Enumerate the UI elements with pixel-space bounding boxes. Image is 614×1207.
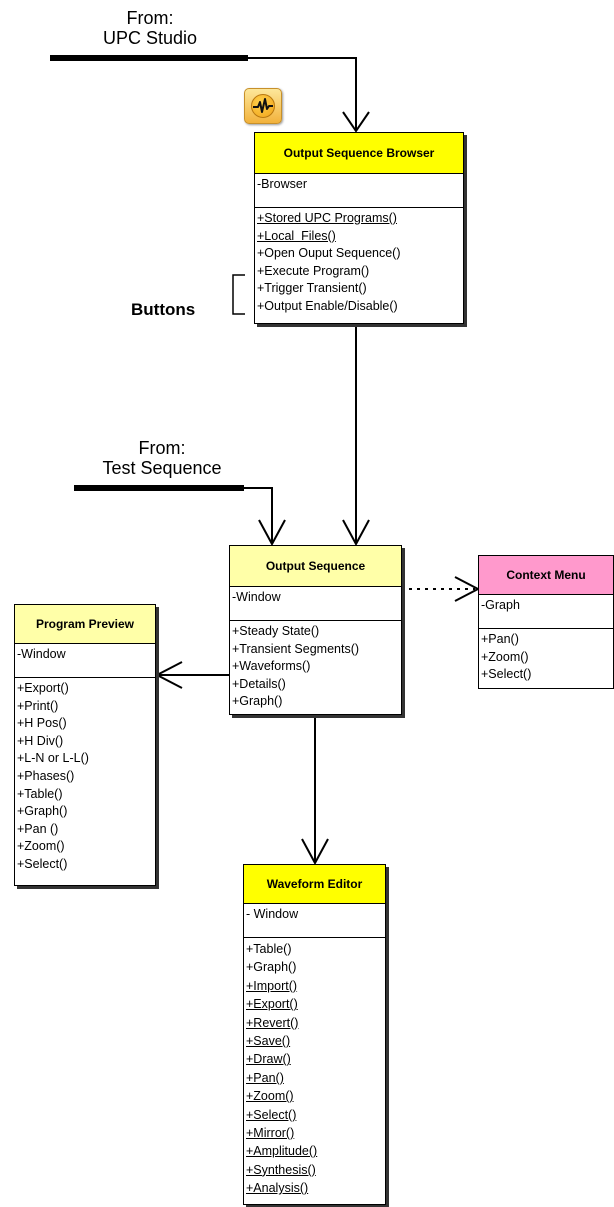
from-upc-line1: From:: [126, 8, 174, 28]
op-trigger-transient[interactable]: +Trigger Transient(): [257, 281, 367, 296]
op-analysis[interactable]: +Analysis(): [246, 1181, 309, 1196]
output-sequence-browser-box: Output Sequence Browser -Browser +Stored…: [254, 132, 464, 324]
op-select[interactable]: +Select(): [17, 856, 68, 871]
op-revert[interactable]: +Revert(): [246, 1015, 299, 1030]
op-local-files[interactable]: +Local Files(): [257, 228, 336, 243]
test-sequence-connector: [244, 487, 273, 543]
op-ln-or-ll[interactable]: +L-N or L-L(): [17, 751, 89, 766]
op-stored-upc-programs[interactable]: +Stored UPC Programs(): [257, 211, 397, 225]
op-table[interactable]: +Table(): [17, 786, 63, 801]
op-zoom[interactable]: +Zoom(): [481, 649, 529, 664]
op-phases[interactable]: +Phases(): [17, 768, 75, 783]
op-steady-state[interactable]: +Steady State(): [232, 624, 320, 638]
op-details[interactable]: +Details(): [232, 676, 286, 691]
class-attributes: -Browser: [255, 174, 463, 208]
op-pan[interactable]: +Pan(): [246, 1070, 284, 1085]
op-zoom[interactable]: +Zoom(): [17, 839, 65, 854]
op-amplitude[interactable]: +Amplitude(): [246, 1144, 318, 1159]
op-synthesis[interactable]: +Synthesis(): [246, 1162, 316, 1177]
class-title: Context Menu: [506, 568, 586, 582]
attribute-item: -Browser: [257, 177, 308, 191]
class-attributes: -Window: [230, 587, 401, 621]
class-title: Program Preview: [35, 617, 135, 631]
waveform-pulse-icon[interactable]: [244, 88, 282, 124]
from-upc-line2: UPC Studio: [102, 28, 198, 48]
attribute-item: -Graph: [481, 598, 520, 612]
op-print[interactable]: +Print(): [17, 698, 59, 713]
class-header: Program Preview: [15, 605, 155, 644]
op-mirror[interactable]: +Mirror(): [246, 1126, 295, 1141]
attribute-item: -Window: [232, 590, 281, 604]
op-table[interactable]: +Table(): [246, 942, 292, 956]
from-test-line1: From:: [138, 438, 186, 458]
op-waveforms[interactable]: +Waveforms(): [232, 659, 311, 674]
op-h-div[interactable]: +H Div(): [17, 733, 64, 748]
class-operations: +Table() +Graph() +Import() +Export() +R…: [244, 938, 385, 1198]
sequence-to-preview-arrowhead: [154, 661, 183, 689]
browser-to-sequence-arrowhead: [342, 519, 370, 547]
attribute-item: -Window: [17, 647, 66, 661]
op-graph[interactable]: +Graph(): [246, 960, 297, 975]
class-title: Output Sequence Browser: [283, 146, 435, 160]
class-operations: +Export() +Print() +H Pos() +H Div() +L-…: [15, 678, 155, 874]
class-header: Output Sequence Browser: [255, 133, 463, 174]
op-zoom[interactable]: +Zoom(): [246, 1089, 294, 1104]
from-upc-studio-label: From: UPC Studio: [80, 8, 220, 48]
attribute-item: - Window: [246, 907, 299, 921]
op-save[interactable]: +Save(): [246, 1034, 291, 1049]
class-header: Context Menu: [479, 556, 613, 595]
from-test-line2: Test Sequence: [102, 458, 222, 478]
op-select[interactable]: +Select(): [481, 667, 532, 682]
sequence-to-editor-arrowhead: [301, 838, 329, 866]
op-pan[interactable]: +Pan (): [17, 821, 59, 836]
op-graph[interactable]: +Graph(): [17, 804, 68, 819]
output-sequence-box: Output Sequence -Window +Steady State() …: [229, 545, 402, 715]
op-pan[interactable]: +Pan(): [481, 632, 519, 646]
upc-studio-connector: [248, 57, 357, 130]
buttons-bracket: [232, 274, 245, 315]
op-open-output-sequence[interactable]: +Open Ouput Sequence(): [257, 246, 401, 261]
op-export[interactable]: +Export(): [246, 997, 298, 1012]
class-operations: +Pan() +Zoom() +Select(): [479, 629, 613, 684]
upc-studio-arrowhead: [342, 111, 370, 133]
class-header: Output Sequence: [230, 546, 401, 587]
class-attributes: - Window: [244, 904, 385, 938]
op-graph[interactable]: +Graph(): [232, 694, 283, 709]
op-import[interactable]: +Import(): [246, 978, 298, 993]
op-h-pos[interactable]: +H Pos(): [17, 716, 67, 731]
class-operations: +Steady State() +Transient Segments() +W…: [230, 621, 401, 711]
class-title: Output Sequence: [265, 559, 366, 573]
test-sequence-arrowhead: [258, 519, 286, 547]
class-header: Waveform Editor: [244, 865, 385, 904]
op-select[interactable]: +Select(): [246, 1107, 297, 1122]
op-output-enable-disable[interactable]: +Output Enable/Disable(): [257, 298, 398, 313]
class-attributes: -Window: [15, 644, 155, 678]
op-export[interactable]: +Export(): [17, 681, 69, 695]
program-preview-box: Program Preview -Window +Export() +Print…: [14, 604, 156, 886]
op-execute-program[interactable]: +Execute Program(): [257, 263, 370, 278]
waveform-editor-box: Waveform Editor - Window +Table() +Graph…: [243, 864, 386, 1205]
class-title: Waveform Editor: [266, 877, 363, 891]
class-attributes: -Graph: [479, 595, 613, 629]
op-draw[interactable]: +Draw(): [246, 1052, 291, 1067]
pulse-line-icon: [253, 98, 273, 113]
context-menu-box: Context Menu -Graph +Pan() +Zoom() +Sele…: [478, 555, 614, 689]
icon-face: [251, 94, 275, 118]
op-transient-segments[interactable]: +Transient Segments(): [232, 641, 360, 656]
class-operations: +Stored UPC Programs() +Local Files() +O…: [255, 208, 463, 316]
buttons-annotation: Buttons: [131, 300, 196, 319]
from-test-sequence-label: From: Test Sequence: [82, 438, 242, 478]
